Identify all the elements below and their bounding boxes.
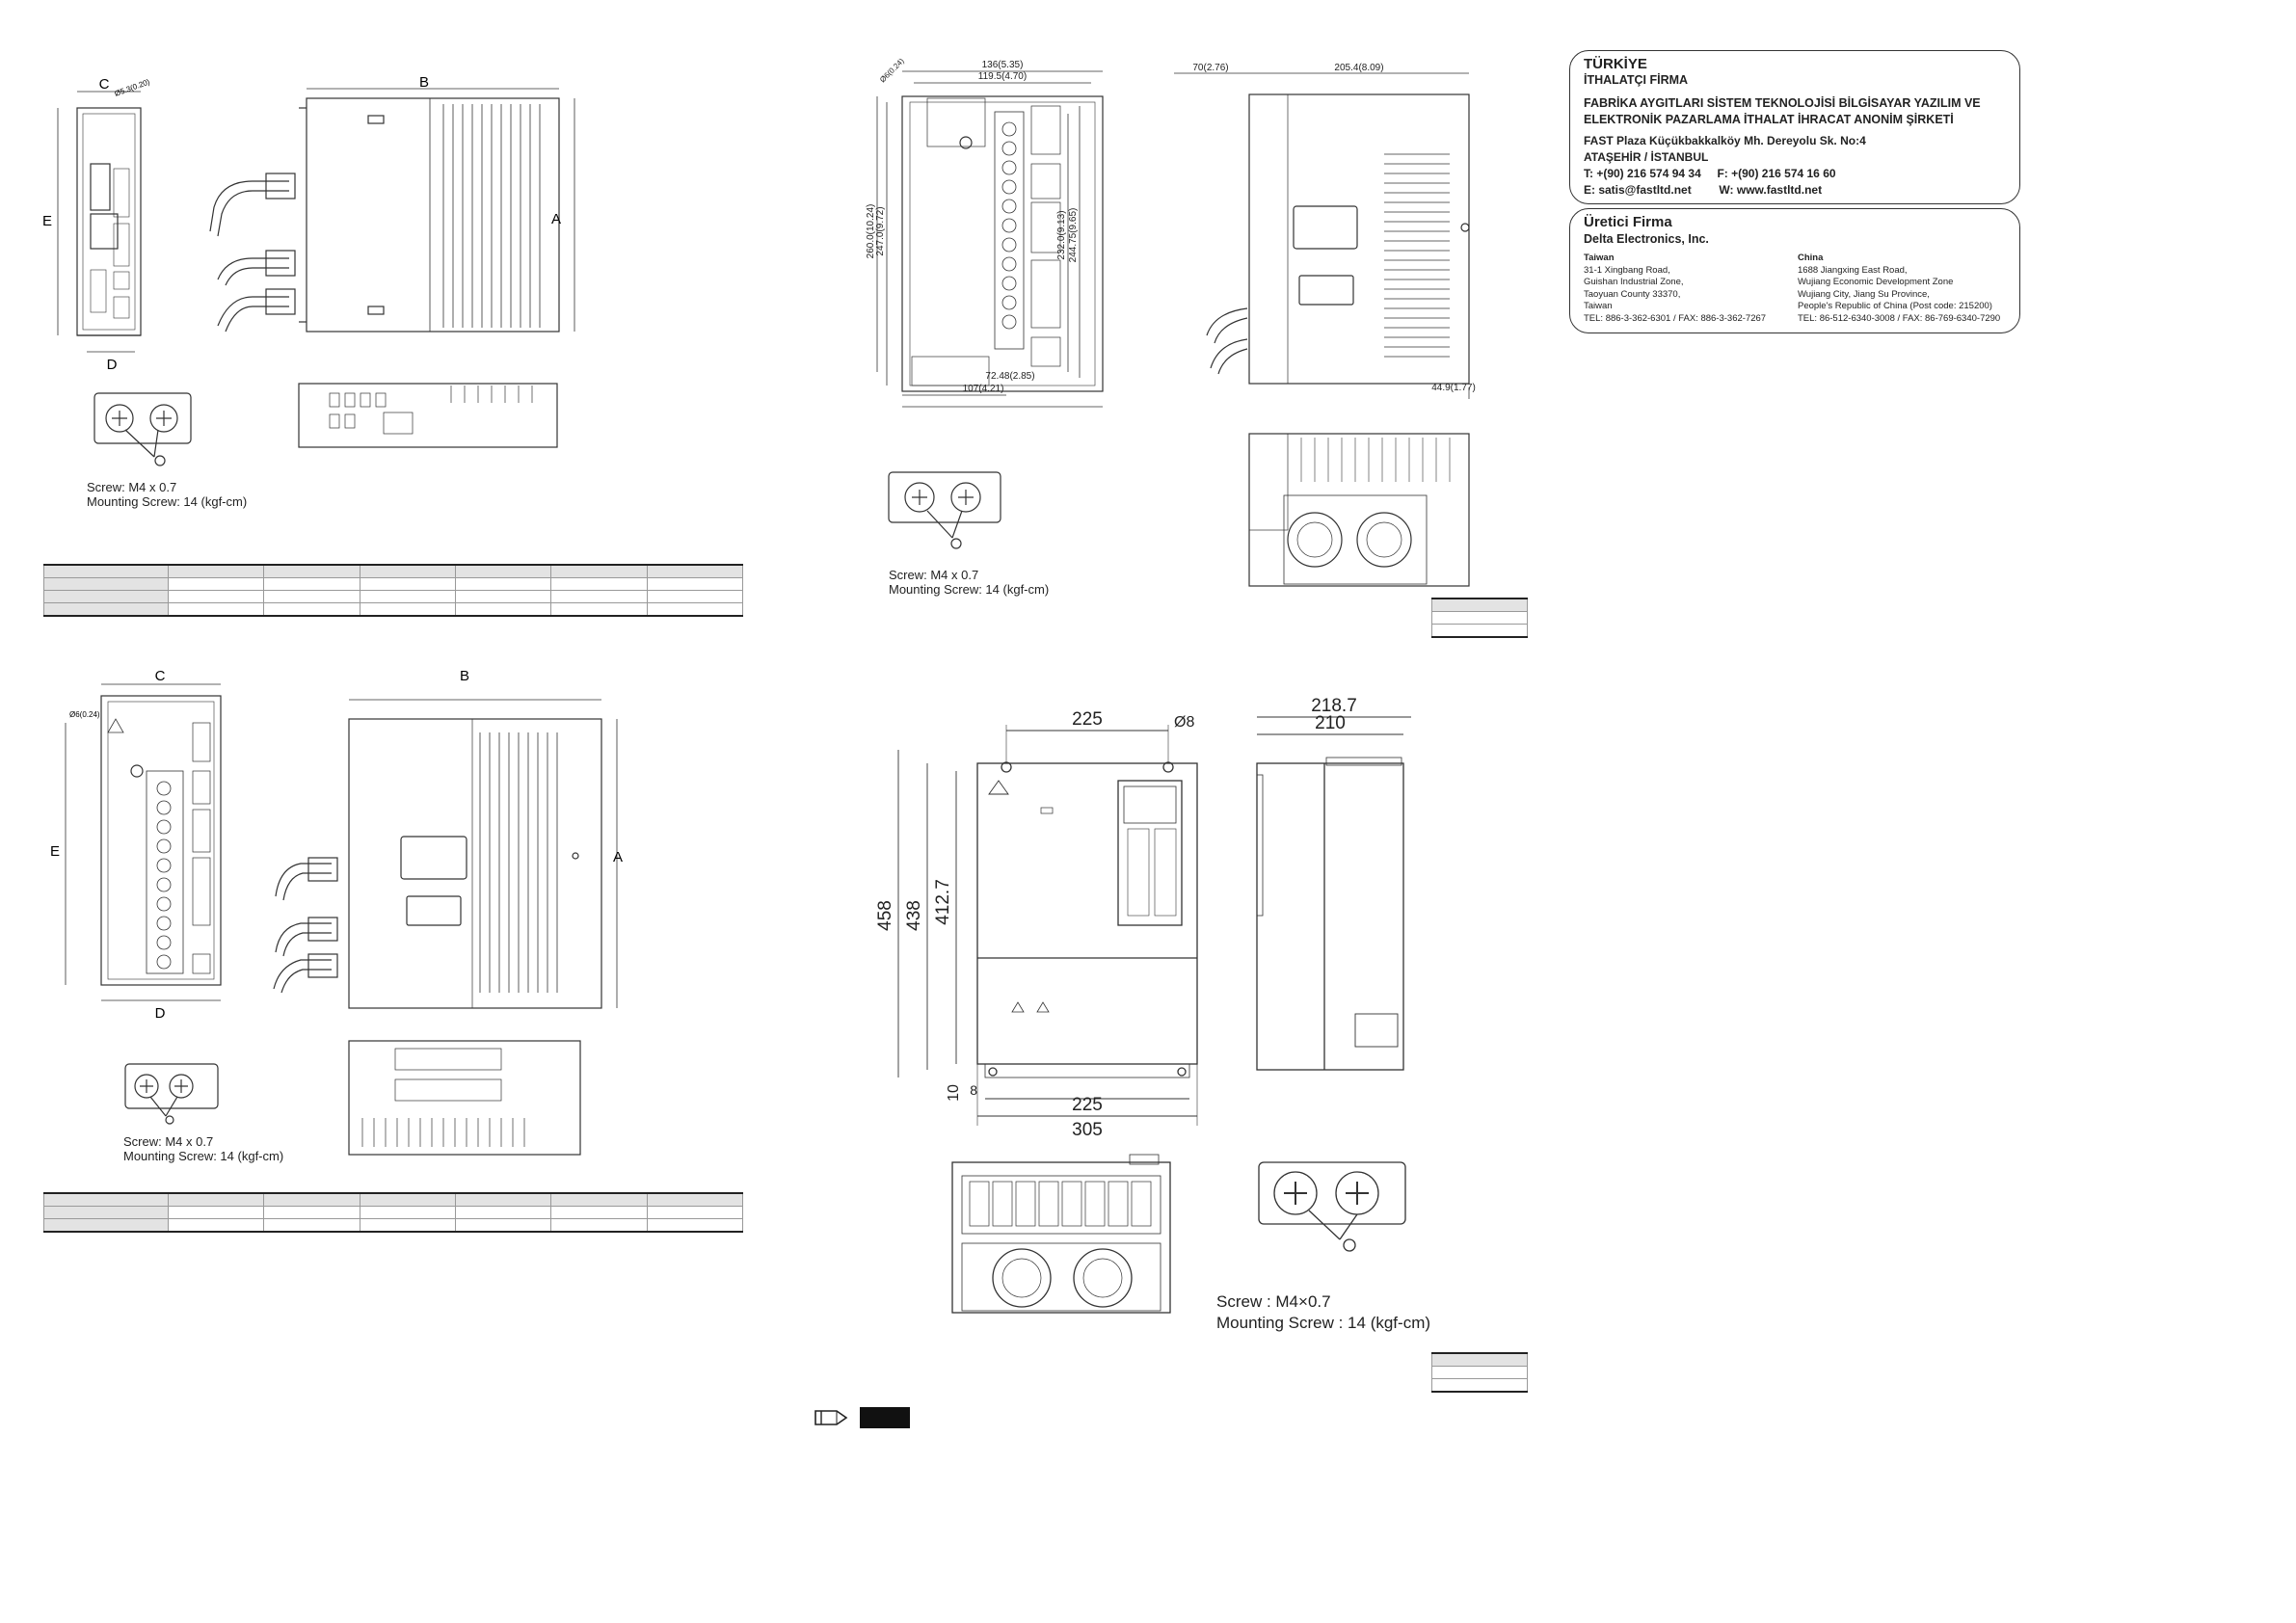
drawing2-mounting: Mounting Screw: 14 (kgf-cm) bbox=[123, 1149, 284, 1163]
manufacturer-card: Üretici Firma Delta Electronics, Inc. Ta… bbox=[1569, 208, 2020, 333]
drawing4-dim-4127: 412.7 bbox=[933, 879, 953, 925]
drawing3-dim-top-inner: 119.5(4.70) bbox=[978, 71, 1027, 82]
taiwan-line: 31-1 Xingbang Road, bbox=[1584, 264, 1670, 276]
importer-company-line1: FABRİKA AYGITLARI SİSTEM TEKNOLOJİSİ BİL… bbox=[1584, 96, 1981, 110]
drawing3-dim-top-outer: 136(5.35) bbox=[982, 60, 1024, 70]
drawing2-screw: Screw: M4 x 0.7 bbox=[123, 1134, 214, 1149]
note-label-bar bbox=[860, 1407, 910, 1428]
drawing1-hole: Ø5.3(0.20) bbox=[114, 77, 151, 98]
drawing3-dim-side-c: 44.9(1.77) bbox=[1431, 383, 1476, 393]
drawing3-dim-hole: Ø6(0.24) bbox=[878, 56, 906, 84]
drawing4-dim-top-225: 225 bbox=[1072, 709, 1103, 730]
drawing3-screw-note: Screw: M4 x 0.7 Mounting Screw: 14 (kgf-… bbox=[889, 568, 1049, 597]
china-line: People's Republic of China (Post code: 2… bbox=[1798, 301, 1992, 311]
drawing3-dim-right-a: 232.0(9.13) bbox=[1056, 210, 1067, 259]
drawing1-label-d: D bbox=[107, 357, 118, 373]
drawing3-mounting: Mounting Screw: 14 (kgf-cm) bbox=[889, 582, 1050, 597]
drawing4-screw-note: Screw : M4×0.7 Mounting Screw : 14 (kgf-… bbox=[1216, 1291, 1430, 1334]
drawing1-label-a: A bbox=[551, 211, 561, 227]
drawing3-dim-left-outer: 260.0(10.24) bbox=[866, 204, 876, 259]
drawing2-label-e: E bbox=[50, 843, 60, 860]
drawing4-mounting: Mounting Screw : 14 (kgf-cm) bbox=[1216, 1314, 1431, 1332]
drawing4-dim-hole: Ø8 bbox=[1174, 714, 1194, 731]
drawing2-screw-note: Screw: M4 x 0.7 Mounting Screw: 14 (kgf-… bbox=[123, 1134, 283, 1163]
taiwan-line: Guishan Industrial Zone, bbox=[1584, 277, 1684, 287]
drawing4-dim-10: 10 bbox=[946, 1084, 962, 1102]
drawing1-label-b: B bbox=[419, 74, 429, 91]
taiwan-line: Taoyuan County 33370, bbox=[1584, 288, 1681, 300]
drawing3-dim-bottom-a: 72.48(2.85) bbox=[985, 371, 1034, 382]
drawing4-dim-458: 458 bbox=[875, 900, 895, 931]
china-line: Wujiang City, Jiang Su Province, bbox=[1798, 288, 1930, 300]
china-line: Wujiang Economic Development Zone bbox=[1798, 277, 1954, 287]
drawing4-screw: Screw : M4×0.7 bbox=[1216, 1292, 1331, 1311]
importer-fax: F: +(90) 216 574 16 60 bbox=[1717, 167, 1836, 180]
drawing4-dim-bottom-225: 225 bbox=[1072, 1095, 1103, 1115]
spec-table-1 bbox=[43, 564, 744, 617]
importer-country: TÜRKİYE bbox=[1584, 56, 1647, 72]
drawing2-label-c: C bbox=[155, 668, 166, 684]
importer-role: İTHALATÇI FİRMA bbox=[1584, 73, 1689, 87]
manufacturer-title: Üretici Firma bbox=[1584, 214, 1672, 230]
drawing1-screw-note: Screw: M4 x 0.7 Mounting Screw: 14 (kgf-… bbox=[87, 480, 247, 509]
drawing1-label-e: E bbox=[42, 213, 52, 229]
drawing-2: C Ø6(0.24) B E A D bbox=[50, 668, 623, 1156]
taiwan-line: TEL: 886-3-362-6301 / FAX: 886-3-362-726… bbox=[1584, 312, 1767, 324]
importer-company-line2: ELEKTRONİK PAZARLAMA İTHALAT İHRACAT ANO… bbox=[1584, 113, 1954, 126]
drawing4-dim-305: 305 bbox=[1072, 1120, 1103, 1140]
manufacturer-name: Delta Electronics, Inc. bbox=[1584, 232, 1709, 246]
pencil-icon bbox=[814, 1410, 848, 1425]
drawing2-label-a: A bbox=[613, 849, 623, 865]
drawing1-label-c: C bbox=[99, 76, 110, 93]
drawing4-dim-210: 210 bbox=[1315, 713, 1346, 733]
drawing1-screw: Screw: M4 x 0.7 bbox=[87, 480, 177, 494]
drawing-3: 136(5.35) 119.5(4.70) Ø6(0.24) 260.0(10.… bbox=[866, 56, 1476, 587]
drawing2-hole: Ø6(0.24) bbox=[69, 710, 100, 719]
importer-email: E: satis@fastltd.net bbox=[1584, 183, 1692, 197]
drawing3-dim-bottom-b: 107(4.21) bbox=[963, 384, 1004, 394]
drawing-1: C Ø5.3(0.20) B E A D bbox=[42, 74, 575, 466]
drawing-4: 225 Ø8 218.7 210 458 438 412.7 10 8 225 … bbox=[875, 696, 1411, 1314]
china-line: TEL: 86-512-6340-3008 / FAX: 86-769-6340… bbox=[1798, 312, 2001, 324]
spec-table-4 bbox=[1431, 1352, 1528, 1393]
drawing3-dim-side-a: 70(2.76) bbox=[1192, 63, 1228, 73]
drawing3-screw: Screw: M4 x 0.7 bbox=[889, 568, 979, 582]
spec-table-3 bbox=[1431, 598, 1528, 638]
spec-table-2 bbox=[43, 1192, 744, 1233]
importer-address-line2: ATAŞEHİR / İSTANBUL bbox=[1584, 150, 1709, 164]
manufacturer-taiwan-heading: Taiwan bbox=[1584, 253, 1615, 263]
taiwan-line: Taiwan bbox=[1584, 301, 1613, 311]
manufacturer-china-heading: China bbox=[1798, 253, 1824, 263]
drawing2-label-d: D bbox=[155, 1005, 166, 1022]
importer-card: TÜRKİYE İTHALATÇI FİRMA FABRİKA AYGITLAR… bbox=[1569, 50, 2020, 204]
importer-web: W: www.fastltd.net bbox=[1719, 183, 1823, 197]
drawing3-dim-side-b: 205.4(8.09) bbox=[1334, 63, 1383, 73]
drawing3-dim-right-b: 244.75(9.65) bbox=[1068, 208, 1079, 263]
drawing4-dim-8: 8 bbox=[970, 1082, 977, 1098]
importer-address-line1: FAST Plaza Küçükbakkalköy Mh. Dereyolu S… bbox=[1584, 134, 1866, 147]
drawing3-dim-left-inner: 247.0(9.72) bbox=[875, 206, 886, 255]
drawing2-label-b: B bbox=[460, 668, 469, 684]
drawing1-mounting: Mounting Screw: 14 (kgf-cm) bbox=[87, 494, 248, 509]
drawing4-dim-2187: 218.7 bbox=[1311, 696, 1357, 716]
china-line: 1688 Jiangxing East Road, bbox=[1798, 264, 1908, 276]
drawing4-dim-438: 438 bbox=[904, 900, 924, 931]
importer-phone: T: +(90) 216 574 94 34 bbox=[1584, 167, 1701, 180]
